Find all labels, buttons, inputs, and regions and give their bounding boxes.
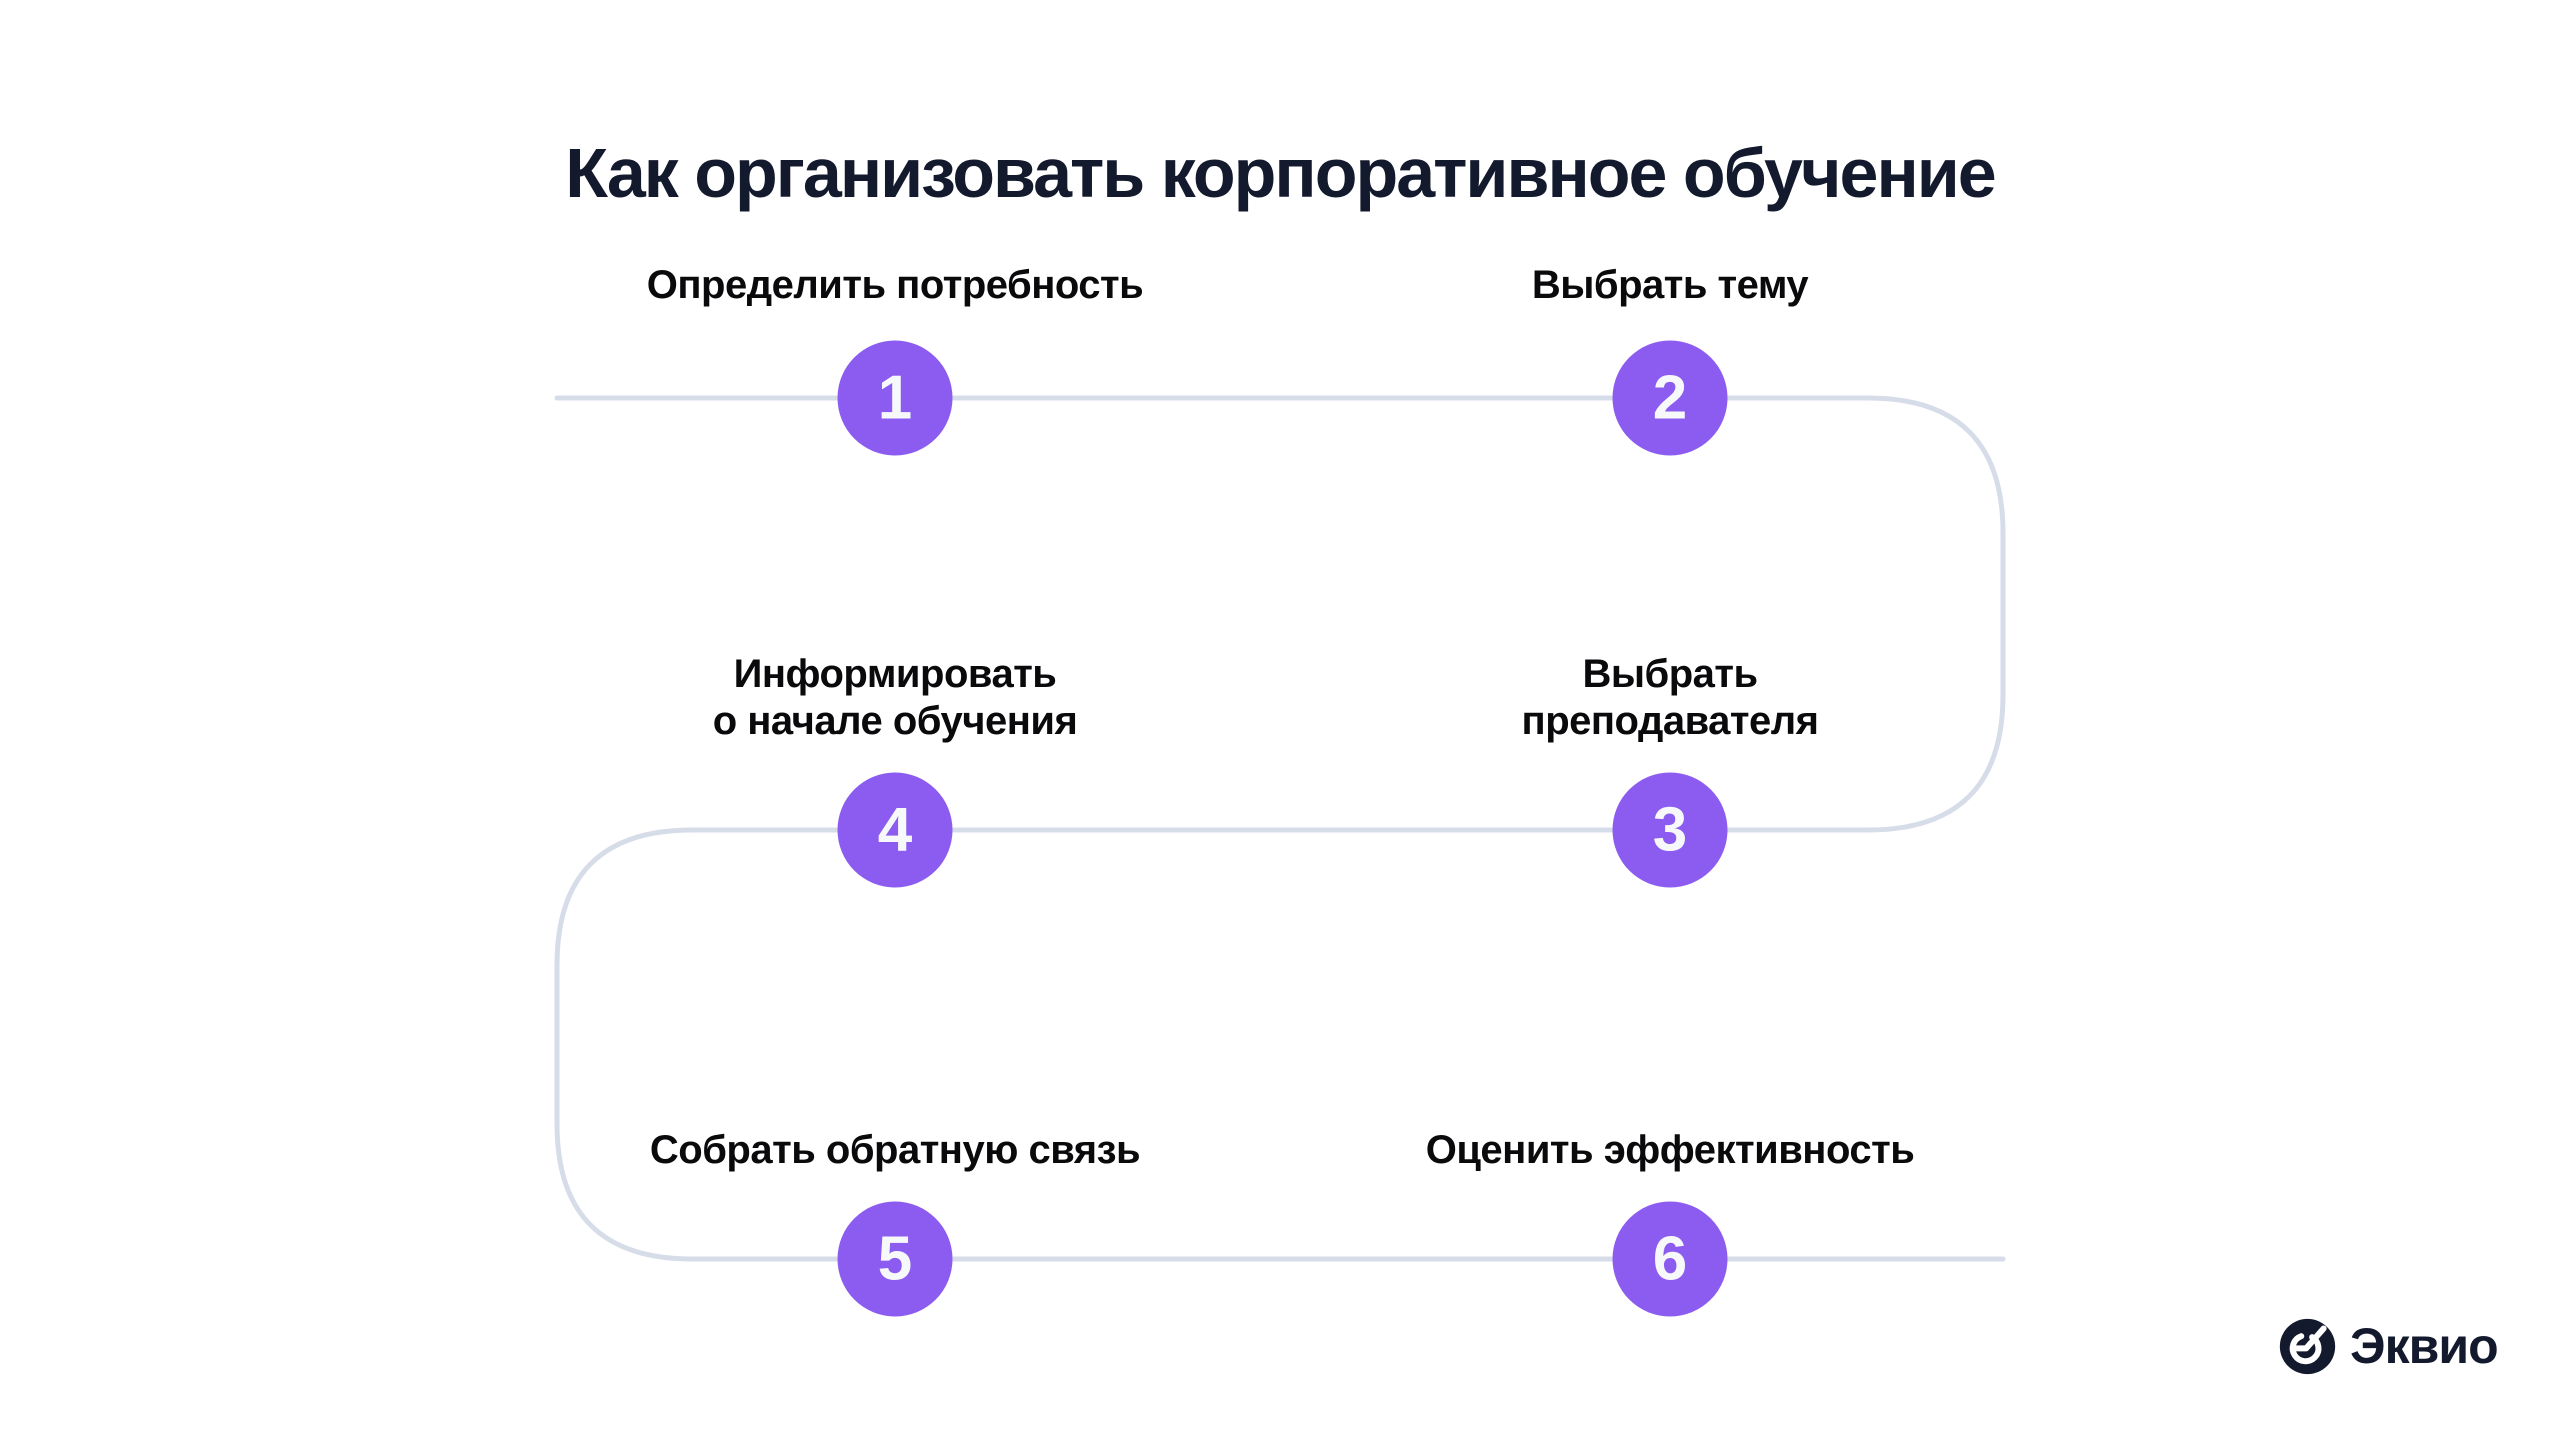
step-circle-3: 3 <box>1612 772 1728 888</box>
step-number-4: 4 <box>877 795 913 865</box>
step-circle-5: 5 <box>837 1201 953 1317</box>
step-number-1: 1 <box>877 363 913 433</box>
step-circle-4: 4 <box>837 772 953 888</box>
equeo-logo-icon <box>2279 1318 2336 1375</box>
step-label-2: Выбрать тему <box>1531 263 1809 307</box>
step-label-3: Выбрать преподавателя <box>1521 652 1819 743</box>
step-circle-6: 6 <box>1612 1201 1728 1317</box>
step-number-6: 6 <box>1652 1224 1688 1294</box>
step-label-6: Оценить эффективность <box>1425 1128 1915 1172</box>
step-circle-1: 1 <box>837 340 953 456</box>
equeo-logo: Эквио <box>2278 1317 2499 1376</box>
step-label-4: Информировать о начале обучения <box>712 652 1078 743</box>
equeo-logo-text: Эквио <box>2350 1318 2499 1374</box>
step-number-5: 5 <box>877 1224 913 1294</box>
page-title: Как организовать корпоративное обучение <box>565 133 1996 212</box>
step-label-1: Определить потребность <box>646 263 1144 307</box>
step-number-3: 3 <box>1652 795 1688 865</box>
step-circle-2: 2 <box>1612 340 1728 456</box>
step-label-5: Собрать обратную связь <box>649 1128 1141 1172</box>
step-number-2: 2 <box>1652 363 1688 433</box>
